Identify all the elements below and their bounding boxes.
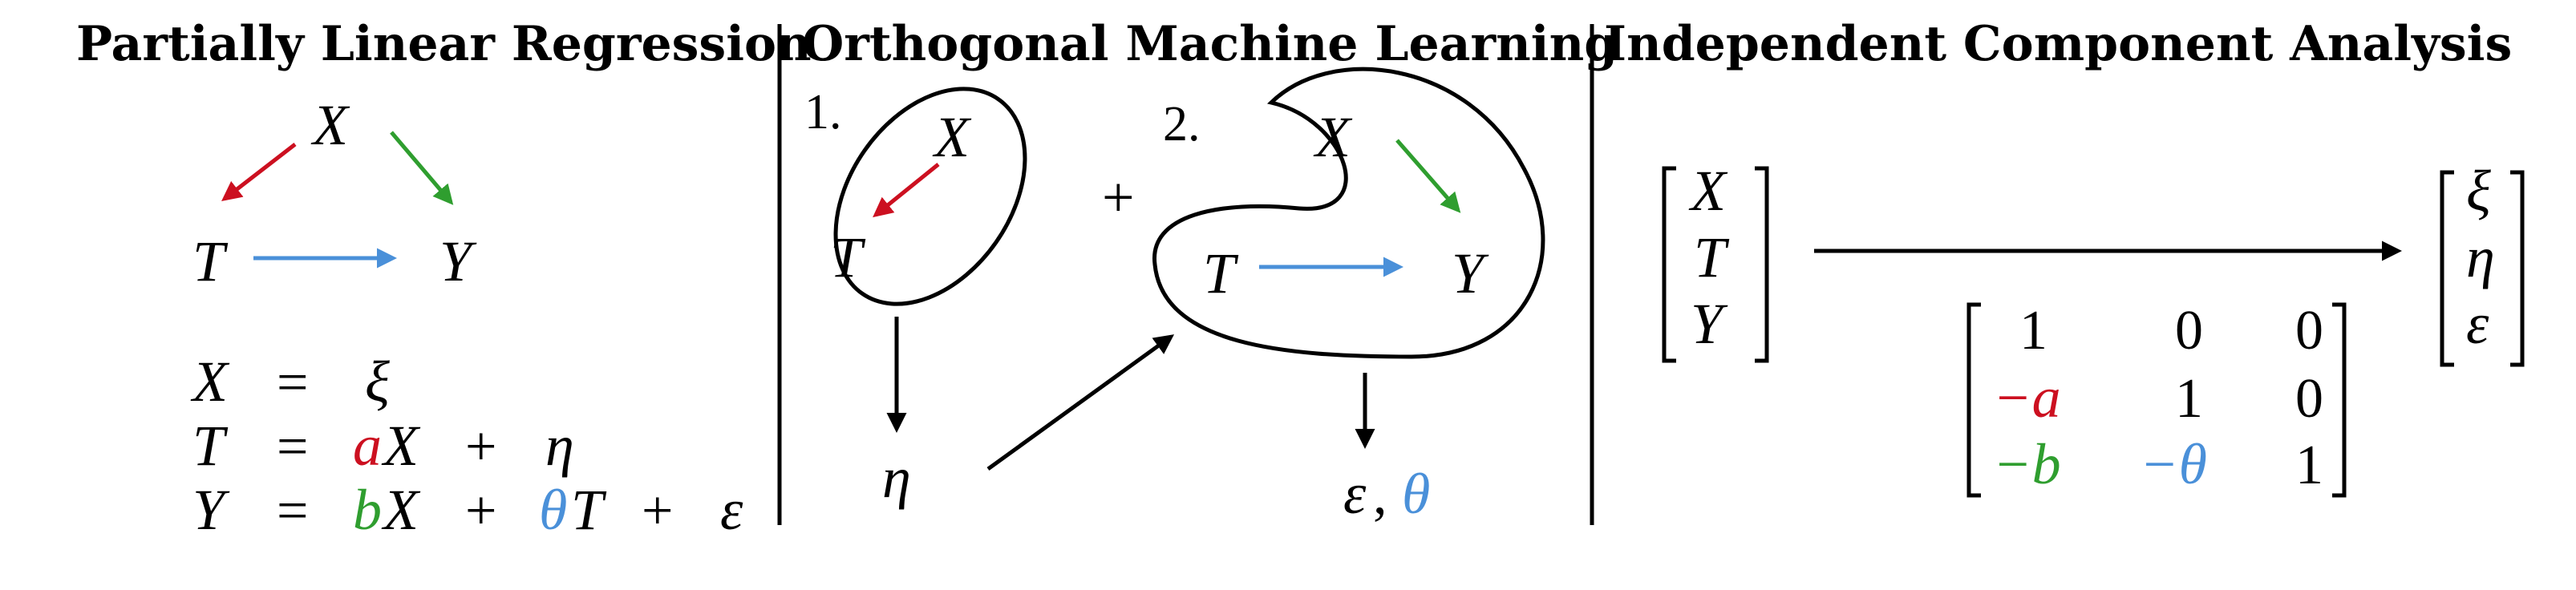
ica-input-x: X [1688,159,1728,223]
ica-matrix-cell: 1 [2295,434,2323,496]
oml-step2-edge-x-y [1395,139,1461,213]
plr-edge-x-y [390,131,454,205]
oml-step1-x: X [932,105,972,169]
oml-step1-t: T [830,225,866,289]
plr-eq3-plus2: + [642,480,673,542]
oml-plus: + [1102,165,1135,229]
oml-step2-label: 2. [1163,97,1201,152]
ica-input-t: T [1694,225,1730,289]
ica-matrix-right-bracket [2332,302,2347,498]
plr-eq3-eq: = [277,480,308,542]
plr-eq2-noise: η [545,414,574,478]
oml-step2-t: T [1203,241,1239,305]
plr-eq3-var2: T [571,478,607,542]
plr-edge-x-t [221,143,297,202]
plr-eq3-coef2: θ [539,478,567,542]
ica-input-right-bracket [1755,166,1769,363]
ica-output-eps: ε [2466,292,2489,356]
oml-step2: 2. X T Y ε , θ [1152,67,1545,526]
plr-node-y: Y [439,229,477,293]
ica-matrix-cell: 0 [2295,300,2323,362]
ica-matrix-cell: 0 [2295,368,2323,430]
ica-matrix-cell: 1 [2175,368,2203,430]
plr-eq2-var: X [381,414,421,478]
heading-oml: Orthogonal Machine Learning [802,16,1618,72]
oml-step1-loop [833,87,1027,306]
plr-eq2-plus: + [465,416,496,478]
ica-input-vector: X T Y [1662,159,1769,363]
ica-output-left-bracket [2440,170,2454,367]
plr-eq3-lhs: Y [192,478,230,542]
oml-step1-output: η [882,446,911,510]
oml-step2-loop [1152,67,1545,359]
oml-step2-y: Y [1452,241,1489,305]
ica-matrix-cell: 0 [2175,300,2203,362]
plr-eq2-coef: a [353,414,382,478]
ica-matrix-left-bracket [1966,302,1981,498]
oml-step2-output-sep: , [1373,464,1387,526]
oml-step1-edge-x-t [873,163,940,218]
plr-eq1-eq: = [277,352,308,414]
plr-eq3-coef1: b [353,478,382,542]
plr-eq1-rhs: ξ [365,350,390,414]
ica-output-eta: η [2466,225,2495,289]
plr-eq2-eq: = [277,416,308,478]
plr-equations: X = ξ T = a X + η Y = b X + θ T + ε [190,350,743,542]
ica-matrix: 1 0 0 −a 1 0 −b −θ 1 [1966,300,2347,498]
oml-step1-label: 1. [804,85,842,139]
oml-step1: 1. X T η [804,85,1027,510]
ica-matrix-cell: −b [1993,432,2061,496]
ica-matrix-cell: 1 [2019,300,2047,362]
ica-matrix-cell: −a [1993,366,2061,430]
plr-eq3-noise: ε [720,478,743,542]
plr-eq2-lhs: T [192,414,229,478]
plr-eq3-var1: X [381,478,421,542]
ica-input-left-bracket [1662,166,1676,363]
heading-plr: Partially Linear Regression [76,16,812,72]
plr-node-t: T [192,229,229,293]
plr-graph: X T Y [192,93,477,293]
oml-step2-output-theta: θ [1402,462,1430,526]
ica-matrix-cell: −θ [2140,432,2207,496]
oml-step2-output-eps: ε [1343,462,1367,526]
plr-eq3-plus1: + [465,480,496,542]
ica-output-xi: ξ [2466,159,2491,223]
ica-output-vector: ξ η ε [2440,159,2525,367]
ica-output-right-bracket [2510,170,2525,367]
plr-node-x: X [310,93,350,157]
ica-input-y: Y [1691,292,1728,356]
plr-eq1-lhs: X [190,350,230,414]
oml-step2-x: X [1313,105,1353,169]
heading-ica: Independent Component Analysis [1604,16,2512,72]
oml-eta-to-step2-arrow [986,334,1175,471]
